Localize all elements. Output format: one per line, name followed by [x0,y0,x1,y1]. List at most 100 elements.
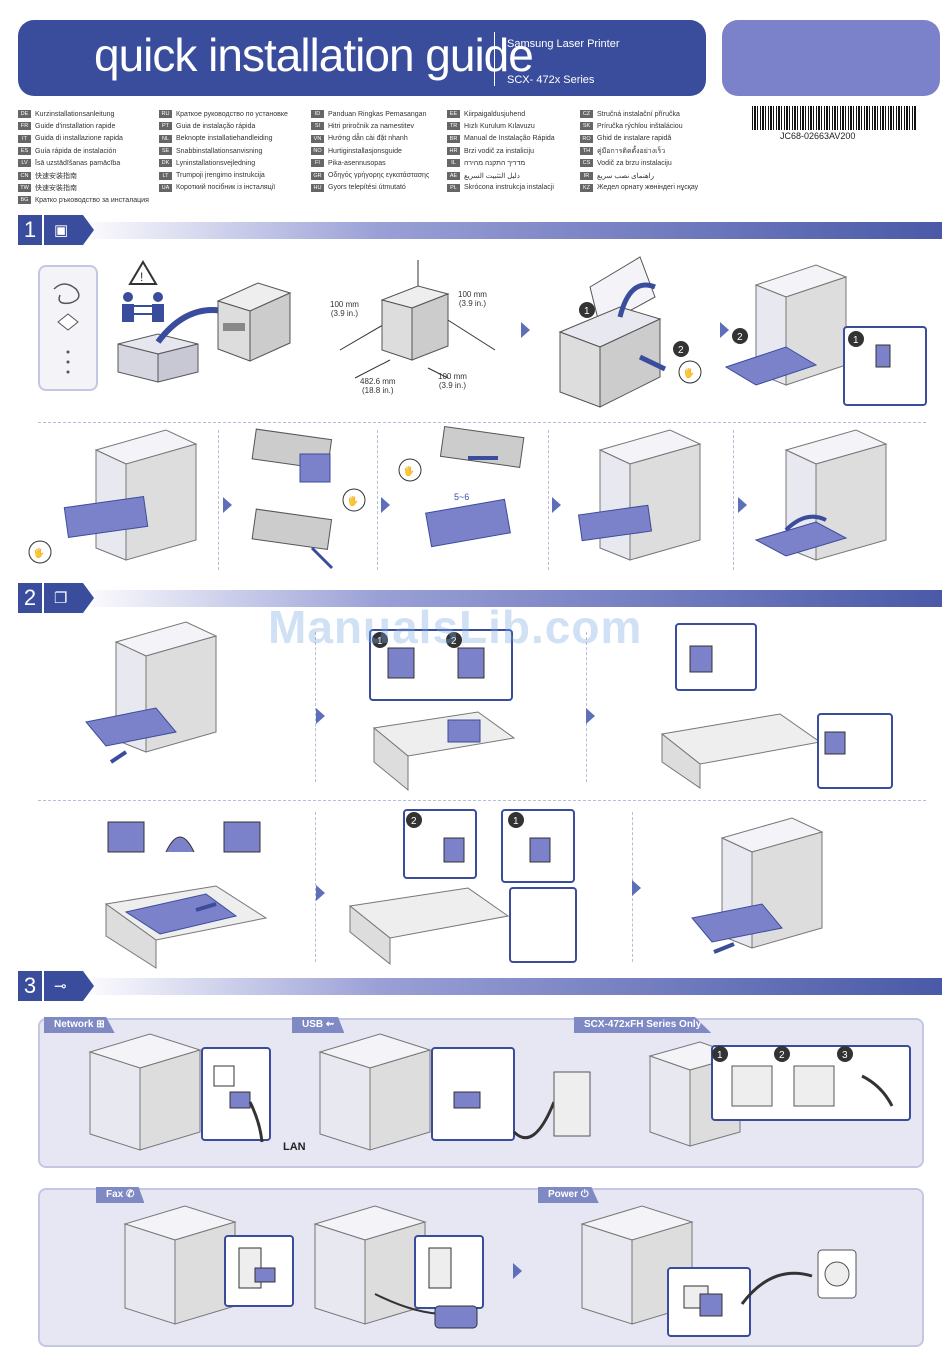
dimension-right-bottom: 100 mm (3.9 in.) [438,372,467,390]
language-label: Guide d'installation rapide [35,122,116,130]
step-arrow [632,880,641,896]
language-label: Lyninstallationsvejledning [176,159,256,167]
language-code: CS [580,159,593,168]
language-code: NO [311,147,324,156]
language-label: Īsā uzstādīšanas pamācība [35,159,121,167]
barcode-icon [752,106,917,130]
close-cover-illustration [754,429,888,561]
tab-fax: Fax ✆ [96,1187,145,1203]
adjust-width-illustration: 2 1 [348,809,577,966]
toner-seal-illustration: 🖐 [251,428,366,570]
clearance-diagram [339,260,496,379]
dimension-left: 100 mm (3.9 in.) [330,300,359,318]
language-code: RO [580,134,593,143]
language-code: VN [311,134,324,143]
tab-network: Network ⊞ [44,1017,115,1033]
guide-title: quick installation guide [94,29,534,81]
language-label: Жедел орнату жөніндегі нұсқау [597,184,699,192]
language-code: HR [447,147,460,156]
language-code: AE [447,171,460,180]
usb-connection-illustration [318,1033,591,1151]
marker-2: 2 [451,636,457,647]
language-label: Короткий посібник із інсталяції [176,184,276,192]
power-connection-illustration [580,1205,857,1337]
marker-1: 1 [513,816,519,827]
svg-text:🖐: 🖐 [403,465,414,477]
step-arrow [720,322,729,338]
language-code: SI [311,122,324,131]
tab-fax-model: SCX-472xFH Series Only [574,1017,712,1033]
language-label: Príručka rýchlou inštaláciou [597,122,683,130]
language-label: Kurzinstallationsanleitung [35,110,115,118]
shake-toner-illustration: 5~6 🖐 [398,426,525,548]
phone-connection-illustration [313,1205,484,1329]
dimension-front: 482.6 mm (18.8 in.) [360,377,396,395]
brand-label: Samsung Laser Printer [507,38,620,50]
language-label: Panduan Ringkas Pemasangan [328,110,427,118]
step-arrow [316,708,325,724]
accessory-box [38,265,98,391]
language-label: Οδηγός γρήγορης εγκατάστασης [328,172,430,180]
language-code: TR [447,122,460,131]
language-label: Hitri priročnik za namestitev [328,122,414,130]
adjust-guide-illustration: 1 2 [369,629,516,792]
language-label: คู่มือการติดตั้งอย่างเร็ว [597,147,666,155]
fax-icon: ✆ [126,1189,135,1200]
language-code: IT [18,134,31,143]
language-item: AE دليل التثبيت السريع [447,169,597,181]
step-3-number: 3 [18,971,42,1001]
language-label: Trumpoji įrengimo instrukcija [176,172,265,180]
marker-2: 2 [779,1050,785,1061]
language-code: CN [18,171,31,180]
language-code: KZ [580,183,593,192]
language-code: FR [18,122,31,131]
language-label: دليل التثبيت السريع [464,172,520,180]
language-code: LT [159,171,172,180]
language-label: Beknopte installatiehandleiding [176,135,273,143]
cable-icon: ⊸ [54,978,67,995]
language-label: Краткое руководство по установке [176,110,288,118]
marker-1: 1 [584,306,590,317]
marker-2: 2 [678,345,684,356]
accessories-icon [53,283,80,374]
language-code: BR [447,134,460,143]
tab-power: Power ⏻ [538,1187,599,1203]
language-label: Brzi vodič za instaliciju [464,147,535,155]
language-code: GR [311,171,324,180]
dimension-right-top: 100 mm (3.9 in.) [458,290,487,308]
language-code: ID [311,110,324,119]
language-code: DK [159,159,172,168]
marker-2: 2 [737,332,743,343]
language-label: Ghid de instalare rapidă [597,135,672,143]
insert-toner-illustration [577,429,702,561]
power-icon: ⏻ [580,1189,589,1200]
part-number: JC68-02663AV200 [780,131,856,141]
language-item: HR Brzi vodič za instaliciju [447,145,597,157]
marker-1: 1 [377,636,383,647]
language-label: Кратко ръководство за инсталация [35,196,149,204]
network-icon: ⊞ [96,1019,105,1030]
language-item: SI Hitri priročnik za namestitev [311,120,461,132]
svg-text:🖐: 🖐 [33,547,44,559]
header-banner [18,20,706,96]
language-code: HU [311,183,324,192]
